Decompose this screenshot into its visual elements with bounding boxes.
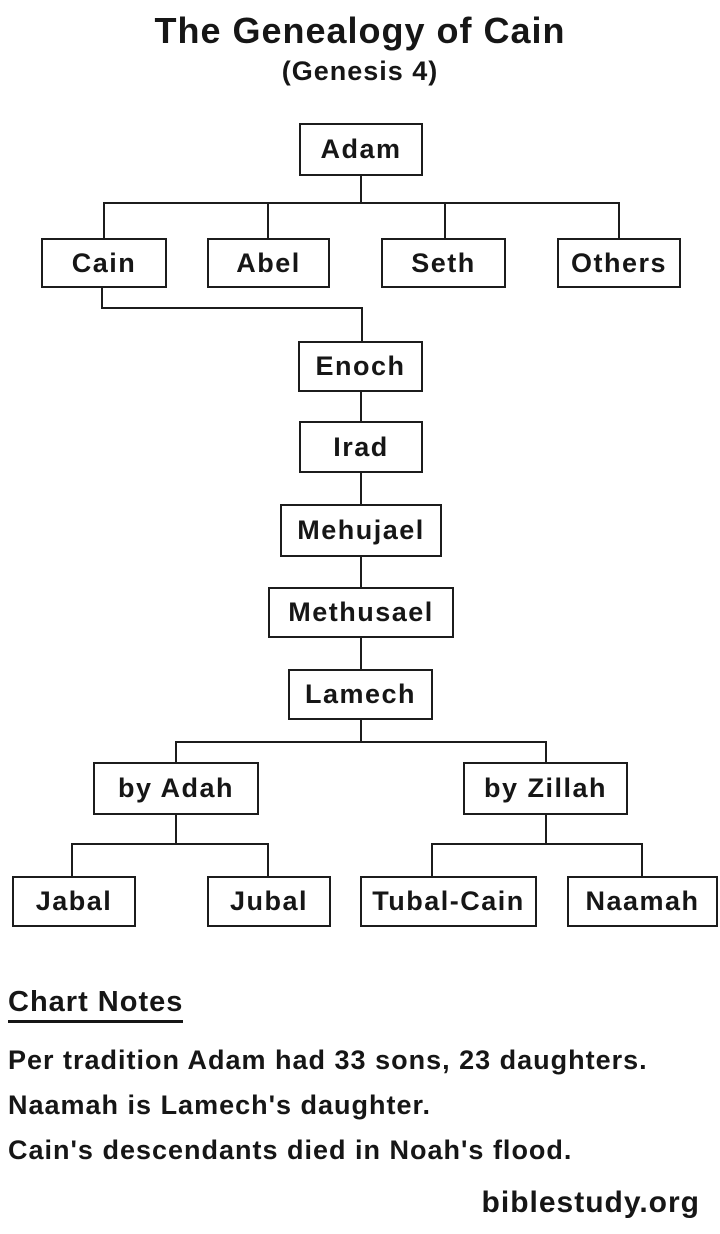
connector-drop-abel bbox=[267, 202, 269, 238]
node-adam: Adam bbox=[299, 123, 423, 176]
chart-note-line: Cain's descendants died in Noah's flood. bbox=[8, 1135, 573, 1165]
site-credit: biblestudy.org bbox=[481, 1186, 700, 1219]
connector-enoch-irad bbox=[360, 392, 362, 421]
node-methusael: Methusael bbox=[268, 587, 454, 638]
page-subtitle: (Genesis 4) bbox=[281, 56, 439, 86]
node-cain: Cain bbox=[41, 238, 167, 288]
node-by-adah: by Adah bbox=[93, 762, 259, 815]
connector-lamech-stem bbox=[360, 720, 362, 743]
connector-lamech-wives-rail bbox=[175, 741, 547, 743]
node-by-zillah: by Zillah bbox=[463, 762, 628, 815]
page-title: The Genealogy of Cain bbox=[154, 10, 566, 51]
connector-drop-enoch bbox=[361, 307, 363, 341]
node-others: Others bbox=[557, 238, 681, 288]
connector-adam-children-rail bbox=[103, 202, 620, 204]
node-mehujael: Mehujael bbox=[280, 504, 442, 557]
connector-drop-jubal bbox=[267, 843, 269, 876]
connector-drop-tubal-cain bbox=[431, 843, 433, 876]
connector-drop-jabal bbox=[71, 843, 73, 876]
connector-adam-stem bbox=[360, 176, 362, 204]
connector-by-adah-stem bbox=[175, 815, 177, 845]
chart-note-line: Naamah is Lamech's daughter. bbox=[8, 1090, 432, 1120]
node-enoch: Enoch bbox=[298, 341, 423, 392]
node-abel: Abel bbox=[207, 238, 330, 288]
connector-cain-enoch-rail bbox=[101, 307, 363, 309]
connector-irad-mehujael bbox=[360, 473, 362, 504]
connector-drop-cain bbox=[103, 202, 105, 238]
connector-drop-by-zillah bbox=[545, 741, 547, 762]
connector-cain-stem bbox=[101, 288, 103, 309]
node-lamech: Lamech bbox=[288, 669, 433, 720]
connector-by-adah-rail bbox=[71, 843, 269, 845]
chart-notes-heading: Chart Notes bbox=[8, 986, 184, 1023]
node-naamah: Naamah bbox=[567, 876, 718, 927]
connector-drop-seth bbox=[444, 202, 446, 238]
node-irad: Irad bbox=[299, 421, 423, 473]
node-seth: Seth bbox=[381, 238, 506, 288]
connector-methusael-lamech bbox=[360, 638, 362, 669]
connector-by-zillah-stem bbox=[545, 815, 547, 845]
connector-mehujael-methusael bbox=[360, 557, 362, 587]
connector-drop-others bbox=[618, 202, 620, 238]
node-tubal-cain: Tubal-Cain bbox=[360, 876, 537, 927]
connector-drop-naamah bbox=[641, 843, 643, 876]
connector-drop-by-adah bbox=[175, 741, 177, 762]
connector-by-zillah-rail bbox=[431, 843, 643, 845]
node-jubal: Jubal bbox=[207, 876, 331, 927]
chart-note-line: Per tradition Adam had 33 sons, 23 daugh… bbox=[8, 1045, 648, 1075]
node-jabal: Jabal bbox=[12, 876, 136, 927]
